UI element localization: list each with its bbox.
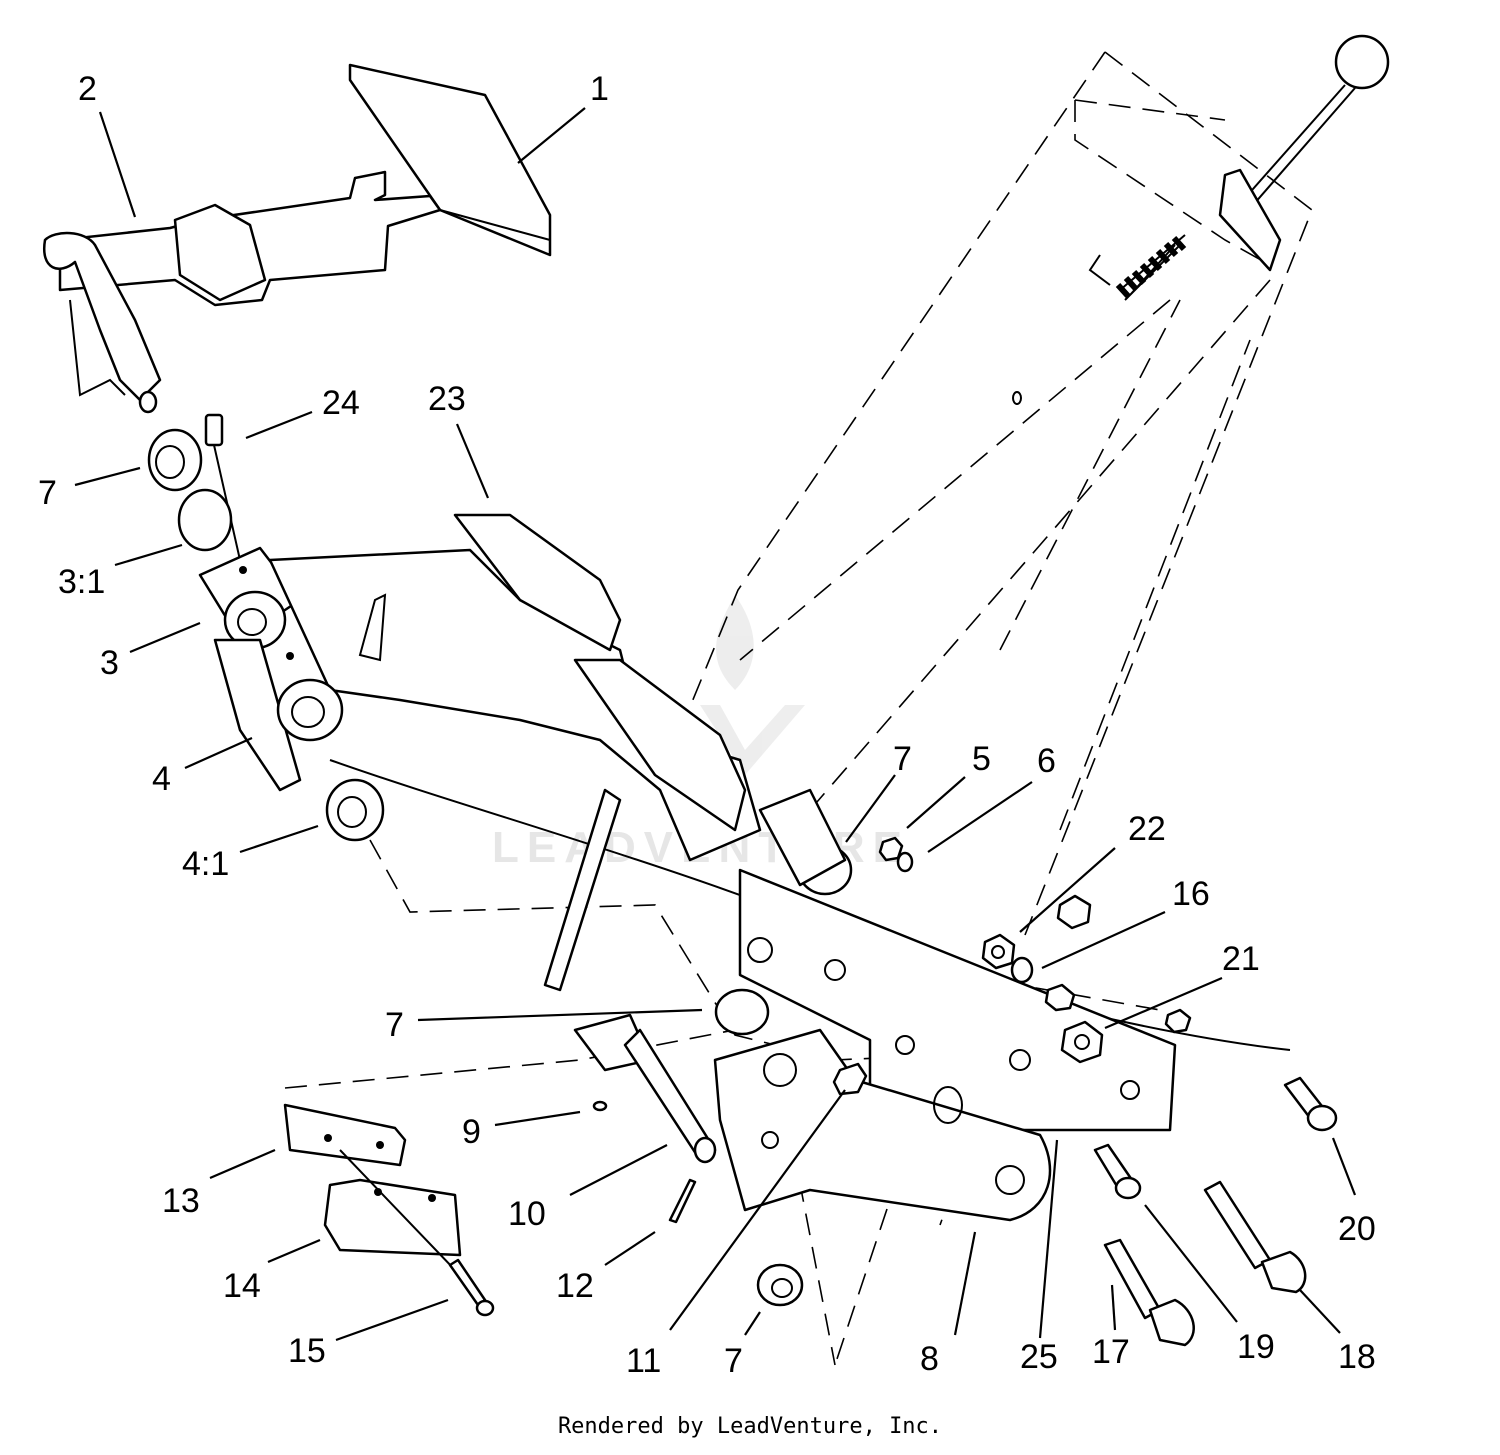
callout-19: 19 [1237, 1328, 1275, 1366]
callout-7: 7 [38, 474, 57, 512]
callout-17: 17 [1092, 1333, 1130, 1371]
callout-2: 2 [78, 70, 97, 108]
callout-8: 8 [920, 1340, 939, 1378]
part-11-nut [832, 1062, 868, 1096]
callout-10: 10 [508, 1195, 546, 1233]
footer-credit: Rendered by LeadVenture, Inc. [557, 1414, 943, 1439]
callout-4: 4 [152, 760, 171, 798]
part-23-brake-arm [268, 513, 762, 862]
part-4-1-bushing [325, 778, 385, 842]
part-18-bolt [1203, 1180, 1307, 1294]
callout-14: 14 [223, 1267, 261, 1305]
part-12-cotter-pin [668, 1178, 697, 1224]
part-14-bracket [323, 1149, 462, 1271]
callout-20: 20 [1338, 1210, 1376, 1248]
callout-21: 21 [1222, 940, 1260, 978]
callout-16: 16 [1172, 875, 1210, 913]
callout-4-1: 4:1 [182, 845, 229, 883]
callout-6: 6 [1037, 742, 1056, 780]
part-19-bolt [1093, 1143, 1142, 1200]
part-4-pedal-shaft [213, 638, 344, 792]
callout-12: 12 [556, 1267, 594, 1305]
callout-15: 15 [288, 1332, 326, 1370]
callout-18: 18 [1338, 1338, 1376, 1376]
callout-labels: 1 2 24 23 7 3:1 3 4 4:1 7 5 6 22 16 21 7… [38, 70, 1376, 1380]
bolt-upper-right [1044, 894, 1092, 1012]
part-15-bolt [448, 1258, 495, 1317]
callout-3-1: 3:1 [58, 563, 105, 601]
callout-11: 11 [626, 1342, 661, 1380]
callout-24: 24 [322, 384, 360, 422]
part-6-washer [896, 851, 914, 873]
part-21-nut [1060, 1020, 1104, 1064]
part-7-bushing-top [147, 428, 203, 492]
callout-7: 7 [893, 740, 912, 778]
part-8-lower-mount [713, 1028, 1052, 1222]
part-3-1-bushing [177, 488, 233, 552]
leader-lines [74, 107, 1357, 1342]
spring [1012, 234, 1187, 405]
part-13-bracket [283, 1103, 407, 1167]
part-7-bushing-lower [756, 1263, 804, 1307]
part-22-nut [981, 933, 1016, 970]
callout-9: 9 [462, 1113, 481, 1151]
callout-13: 13 [162, 1182, 200, 1220]
part-17-bolt [1103, 1238, 1195, 1347]
part-9-pin [592, 1100, 608, 1112]
part-20-bolt [1164, 1008, 1338, 1132]
part-10-pin-rod [573, 1013, 717, 1164]
callout-22: 22 [1128, 810, 1166, 848]
callout-7: 7 [724, 1342, 743, 1380]
part-7-bushing-bracket [714, 788, 853, 1036]
shift-lever [1218, 34, 1390, 272]
part-16-washer [1010, 956, 1034, 984]
part-1-pedal-pad [348, 63, 552, 257]
callout-7: 7 [385, 1006, 404, 1044]
callout-1: 1 [590, 70, 609, 108]
callout-25: 25 [1020, 1338, 1058, 1376]
callout-23: 23 [428, 380, 466, 418]
callout-5: 5 [972, 740, 991, 778]
callout-3: 3 [100, 644, 119, 682]
part-2-pedal-arm [42, 170, 442, 414]
